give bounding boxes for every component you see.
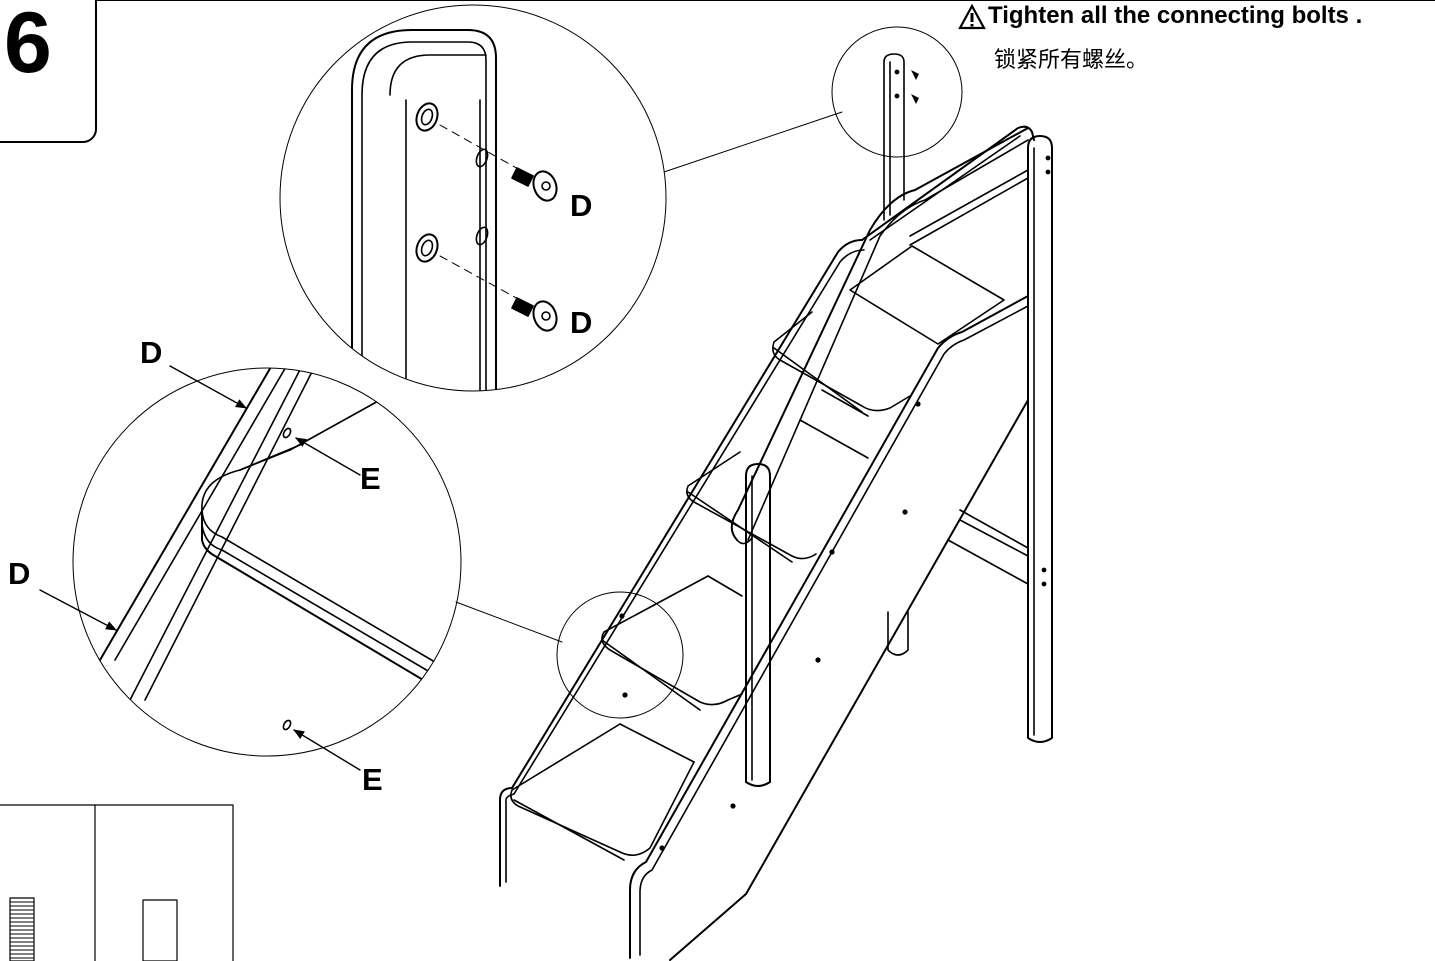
post-detail <box>351 29 497 391</box>
label-bolt-d-lower: D <box>570 305 593 340</box>
label-detail-d-upper: D <box>140 335 163 370</box>
tread-5 <box>510 723 695 861</box>
tread-3 <box>686 389 869 563</box>
warning-text-en: Tighten all the connecting bolts . <box>988 2 1363 29</box>
detail-ref-circle-left <box>556 591 684 719</box>
detail-ref-circle-top <box>831 26 963 158</box>
tread-2 <box>772 311 911 413</box>
top-border <box>0 0 1435 1</box>
label-detail-e-upper: E <box>360 461 381 496</box>
tread-detail-circle <box>39 365 462 771</box>
tread-1 <box>849 245 1005 345</box>
threaded-bolt-icon <box>9 897 35 961</box>
tread-detail <box>99 368 441 731</box>
label-detail-e-lower: E <box>362 762 383 797</box>
warning-text-zh: 锁紧所有螺丝。 <box>994 48 1149 73</box>
step-number: 6 <box>4 0 52 91</box>
step-number-box: 6 <box>0 0 97 143</box>
label-detail-d-lower: D <box>8 556 31 591</box>
staircase-assembly <box>499 53 1053 961</box>
warning-triangle-icon <box>958 4 986 30</box>
tread-4 <box>601 575 743 711</box>
bolt-d-upper <box>511 167 558 202</box>
barrel-nut-icon <box>142 899 178 961</box>
hardware-legend <box>0 804 234 961</box>
label-bolt-d-upper: D <box>570 188 593 223</box>
bolt-d-lower <box>511 297 558 332</box>
bolt-detail-circle <box>279 4 667 392</box>
